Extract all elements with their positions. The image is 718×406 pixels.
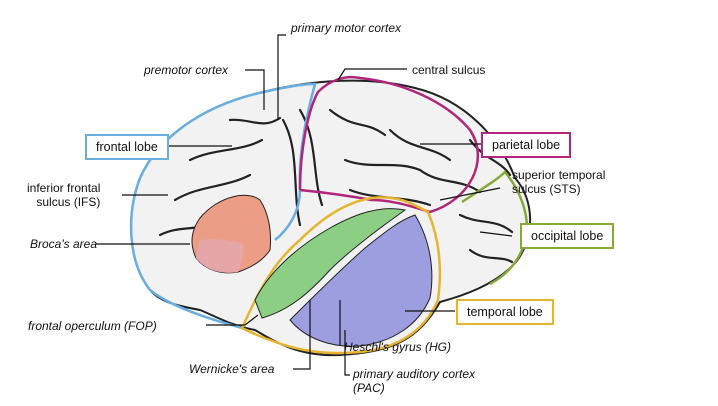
label-brocas-area: Broca's area [30, 237, 97, 251]
label-wernickes-area: Wernicke's area [189, 362, 275, 376]
leader-lines [96, 34, 513, 376]
label-primary-motor-cortex: primary motor cortex [291, 21, 402, 35]
label-superior-temporal-sulcus: superior temporal sulcus (STS) [512, 168, 605, 196]
primary-auditory-cortex-region [289, 214, 433, 347]
occipital-lobe-outline [461, 170, 529, 286]
label-ifs-line1: inferior frontal [27, 181, 101, 195]
label-pac-line1: primary auditory cortex [353, 367, 476, 381]
temporal-lobe-outline [240, 196, 442, 355]
superior-temporal-region [254, 208, 407, 319]
label-sts-line1: superior temporal [512, 168, 606, 182]
frontal-operculum-overlap [196, 239, 244, 273]
parietal-lobe-outline [298, 75, 480, 214]
label-sts-line2: sulcus (STS) [512, 182, 581, 196]
label-central-sulcus: central sulcus [412, 63, 486, 77]
label-primary-auditory-cortex: primary auditory cortex (PAC) [353, 367, 475, 395]
label-premotor-cortex: premotor cortex [144, 63, 229, 77]
label-frontal-operculum: frontal operculum (FOP) [28, 319, 157, 333]
label-heschls-gyrus: Heschl's gyrus (HG) [344, 340, 451, 354]
label-ifs-line2: sulcus (IFS) [36, 195, 101, 209]
label-frontal-lobe: frontal lobe [85, 134, 169, 160]
label-inferior-frontal-sulcus: inferior frontal sulcus (IFS) [27, 181, 100, 209]
label-parietal-lobe: parietal lobe [481, 132, 572, 158]
label-temporal-lobe: temporal lobe [456, 299, 554, 325]
label-pac-line2: (PAC) [353, 381, 385, 395]
label-occipital-lobe: occipital lobe [520, 223, 615, 249]
gyri-sulci [158, 108, 514, 264]
